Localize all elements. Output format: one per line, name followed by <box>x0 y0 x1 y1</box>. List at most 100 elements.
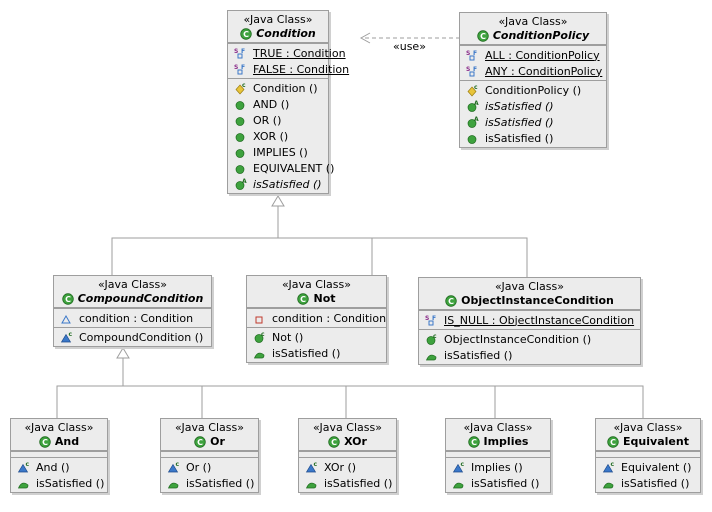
svg-text:A: A <box>474 100 479 107</box>
class-icon: C <box>297 293 310 305</box>
svg-text:A: A <box>474 116 479 123</box>
class-name-text: Implies <box>483 435 529 448</box>
svg-text:C: C <box>480 32 486 41</box>
generalization-bus-compound <box>56 385 644 418</box>
fields-compartment <box>596 451 700 457</box>
field-label: ALL : ConditionPolicy <box>485 48 600 62</box>
protected-method-icon <box>452 477 465 490</box>
method-label: Implies () <box>471 460 523 474</box>
use-dependency-label: «use» <box>393 40 426 53</box>
svg-text:c: c <box>69 331 73 338</box>
svg-text:F: F <box>241 48 245 55</box>
stereotype-label: «Java Class» <box>613 421 683 434</box>
field-label: TRUE : Condition <box>253 46 346 60</box>
field-row[interactable]: condition : Condition <box>54 310 211 326</box>
method-row[interactable]: isSatisfied () <box>596 475 700 491</box>
method-label: isSatisfied () <box>324 476 393 490</box>
methods-compartment: c And () isSatisfied () <box>11 457 107 492</box>
method-row[interactable]: isSatisfied () <box>419 347 640 363</box>
protected-method-icon <box>602 477 615 490</box>
stereotype-label: «Java Class» <box>498 15 568 28</box>
svg-text:S: S <box>466 66 470 73</box>
field-label: condition : Condition <box>272 311 387 325</box>
svg-text:c: c <box>26 461 30 468</box>
method-label: isSatisfied () <box>36 476 105 490</box>
method-row[interactable]: isSatisfied () <box>161 475 258 491</box>
method-label: XOr () <box>324 460 357 474</box>
class-name-text: And <box>54 435 80 448</box>
public-method-icon <box>234 98 247 111</box>
class-icon: C <box>328 436 340 448</box>
class-icon: C <box>194 436 206 448</box>
fields-compartment: condition : Condition <box>54 308 211 327</box>
method-row[interactable]: isSatisfied () <box>460 130 606 146</box>
svg-text:C: C <box>331 438 337 447</box>
svg-text:c: c <box>314 461 318 468</box>
method-row[interactable]: isSatisfied () <box>446 475 550 491</box>
method-row[interactable]: c And () <box>11 459 107 475</box>
abstract-method-icon: A <box>234 178 247 191</box>
field-row[interactable]: condition : Condition <box>247 310 386 326</box>
method-row[interactable]: EQUIVALENT () <box>228 160 334 176</box>
method-row[interactable]: c Equivalent () <box>596 459 700 475</box>
method-row[interactable]: isSatisfied () <box>247 345 386 361</box>
method-row[interactable]: c XOr () <box>299 459 396 475</box>
stereotype-label: «Java Class» <box>24 421 94 434</box>
public-constructor-icon: c <box>425 333 438 346</box>
method-row[interactable]: isSatisfied () <box>11 475 107 491</box>
class-icon: C <box>607 436 619 448</box>
class-name-text: Or <box>210 435 225 448</box>
method-label: isSatisfied () <box>253 177 322 191</box>
method-label: And () <box>36 460 70 474</box>
private-field-icon <box>253 312 266 325</box>
method-row[interactable]: OR () <box>228 112 328 128</box>
svg-text:C: C <box>448 297 454 306</box>
method-row[interactable]: XOR () <box>228 128 328 144</box>
class-icon: C <box>62 293 74 305</box>
package-constructor-icon: c <box>602 461 615 474</box>
method-row[interactable]: IMPLIES () <box>228 144 328 160</box>
method-row[interactable]: isSatisfied () <box>299 475 396 491</box>
package-constructor-icon: c <box>17 461 30 474</box>
method-label: Equivalent () <box>621 460 692 474</box>
class-name-text: Condition <box>256 27 316 40</box>
generalization-arrowhead-condition <box>271 195 285 207</box>
method-row[interactable]: AND () <box>228 96 328 112</box>
